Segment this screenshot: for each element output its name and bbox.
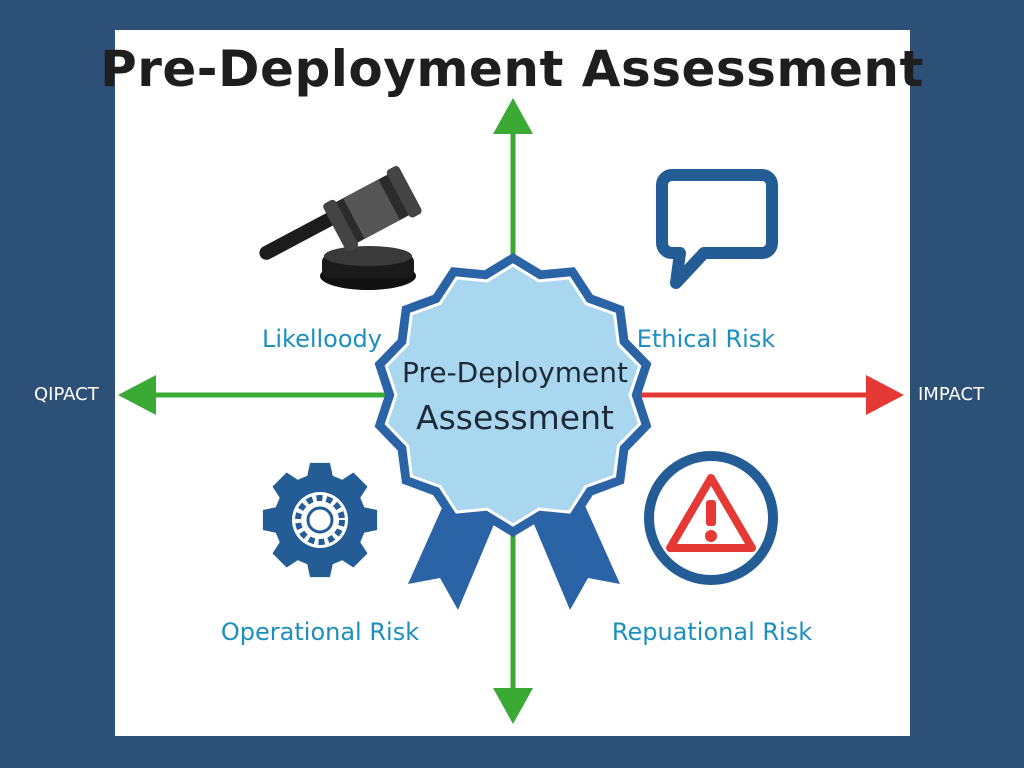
- label-operational-risk: Operational Risk: [220, 618, 420, 646]
- warning-icon: [644, 451, 778, 585]
- badge-title-line2: Assessment: [416, 398, 614, 437]
- center-badge: [374, 253, 652, 537]
- up-arrowhead: [493, 98, 533, 134]
- label-reputational-risk: Repuational Risk: [611, 618, 813, 646]
- axis-label-left: QIPACT: [34, 384, 99, 405]
- left-arrowhead: [118, 375, 156, 415]
- down-arrowhead: [493, 688, 533, 724]
- gear-icon: [262, 462, 378, 578]
- label-ethical-risk: Ethical Risk: [636, 325, 776, 353]
- gavel-icon: [259, 166, 422, 290]
- label-likelihood: Likelloody: [262, 325, 382, 353]
- right-arrowhead: [866, 375, 904, 415]
- axis-label-right: IMPACT: [918, 384, 985, 405]
- badge-title-line1: Pre-Deployment: [402, 356, 628, 389]
- speech-bubble-icon: [656, 169, 778, 289]
- page-title: Pre-Deployment Assessment: [100, 40, 924, 98]
